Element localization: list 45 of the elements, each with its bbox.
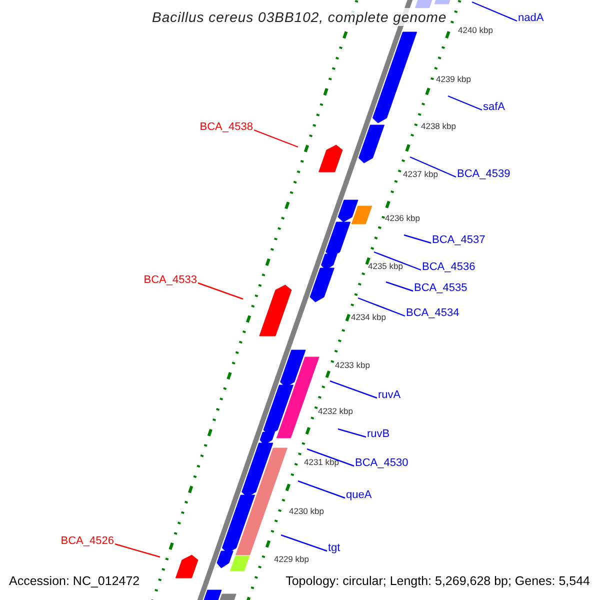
gene-label: tgt xyxy=(328,541,340,555)
leader-line xyxy=(306,448,354,467)
title: Bacillus cereus 03BB102, complete genome xyxy=(150,8,449,26)
coordinate-label: 4230 kbp xyxy=(289,506,324,517)
leader-line xyxy=(358,297,406,317)
leader-line xyxy=(386,281,414,292)
gene-label: BCA_4530 xyxy=(355,456,408,470)
gene-label: BCA_4534 xyxy=(406,306,460,320)
gene-label: BCA_4537 xyxy=(432,233,486,247)
gene-label: nadA xyxy=(518,11,544,25)
coordinate-label: 4237 kbp xyxy=(403,169,438,180)
leader-line xyxy=(338,428,366,438)
coordinate-label: 4234 kbp xyxy=(351,312,386,323)
gene-label: queA xyxy=(346,488,372,502)
gene-label: BCA_4526 xyxy=(60,534,114,548)
leader-line xyxy=(448,95,482,111)
coordinate-label: 4235 kbp xyxy=(368,261,403,272)
gene-label: BCA_4538 xyxy=(200,120,253,134)
gene-label: BCA_4535 xyxy=(414,281,468,295)
leader-line xyxy=(404,234,432,244)
leader-line xyxy=(114,543,160,558)
leader-line xyxy=(280,534,328,552)
accession-text: Accession: NC_012472 xyxy=(7,573,142,589)
coordinate-label: 4240 kbp xyxy=(458,25,493,36)
coordinate-label: 4229 kbp xyxy=(274,554,309,565)
coordinate-label: 4232 kbp xyxy=(318,406,353,417)
gene-label: BCA_4539 xyxy=(457,167,510,181)
leader-line xyxy=(472,1,518,22)
coordinate-label: 4238 kbp xyxy=(421,121,456,132)
leader-line xyxy=(374,251,422,271)
gene-label: ruvB xyxy=(367,427,390,441)
coordinate-label: 4239 kbp xyxy=(436,74,471,85)
gene-label: BCA_4533 xyxy=(144,273,197,287)
gene-label: BCA_4536 xyxy=(422,260,476,274)
leader-line xyxy=(330,380,378,399)
genome-stats-text: Topology: circular; Length: 5,269,628 bp; Genes: 5,544 xyxy=(284,573,592,589)
coordinate-label: 4231 kbp xyxy=(304,457,339,468)
leader-line xyxy=(254,129,298,148)
leader-line xyxy=(410,156,456,178)
coordinate-label: 4233 kbp xyxy=(335,360,370,371)
coordinate-label: 4236 kbp xyxy=(385,213,420,224)
leader-line xyxy=(198,282,244,300)
leader-line xyxy=(298,480,346,499)
gene-label: safA xyxy=(483,100,506,114)
gene-label: ruvA xyxy=(378,388,401,402)
